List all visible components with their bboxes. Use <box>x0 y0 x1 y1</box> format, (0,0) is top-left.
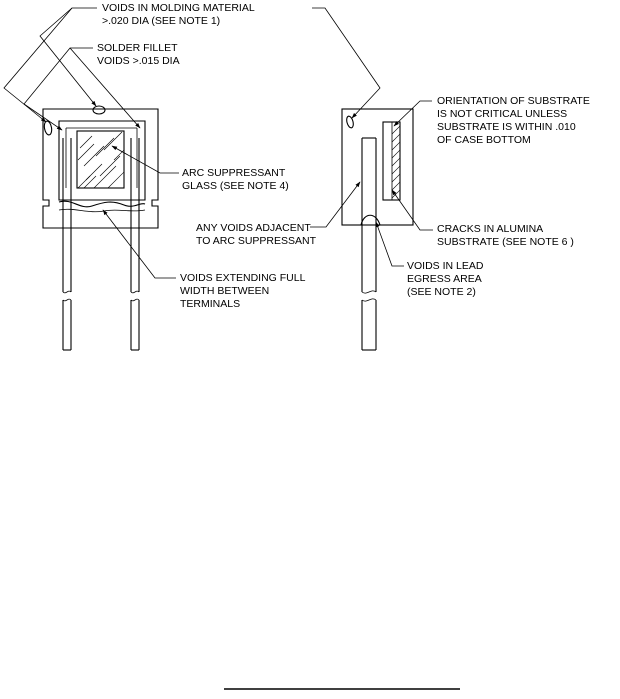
substrate-hatching <box>391 125 400 199</box>
label-molding-voids-1: VOIDS IN MOLDING MATERIAL <box>102 2 255 14</box>
right-component <box>341 108 414 351</box>
label-arc-glass-1: ARC SUPPRESSANT <box>182 167 286 179</box>
leader-lines <box>3 7 433 279</box>
label-voids-adjacent-2: TO ARC SUPPRESSANT <box>196 235 317 247</box>
labels: VOIDS IN MOLDING MATERIAL >.020 DIA (SEE… <box>97 2 590 310</box>
label-voids-adjacent-1: ANY VOIDS ADJACENT <box>196 222 311 234</box>
left-case-outline <box>42 108 159 229</box>
alumina-substrate <box>382 121 401 201</box>
label-solder-fillet-2: VOIDS >.015 DIA <box>97 55 180 67</box>
label-voids-full-width-2: WIDTH BETWEEN <box>180 285 269 297</box>
leader-cracks <box>391 189 433 231</box>
glass-hatching <box>77 131 124 188</box>
label-solder-fillet-1: SOLDER FILLET <box>97 42 178 54</box>
left-molding-void <box>43 120 53 136</box>
leader-voids-adjacent <box>310 181 361 228</box>
leader-solder-fillet-right <box>69 47 141 129</box>
leader-solder-fillet-left <box>23 47 93 131</box>
right-lead <box>361 137 377 351</box>
label-orientation-2: IS NOT CRITICAL UNLESS <box>437 108 567 120</box>
label-orientation-3: SUBSTRATE IS WITHIN .010 <box>437 121 576 133</box>
leader-lead-egress <box>375 221 404 267</box>
lead-egress-void <box>360 214 381 226</box>
leader-orientation <box>393 100 432 127</box>
leader-molding-void-right <box>312 7 381 119</box>
label-orientation-4: OF CASE BOTTOM <box>437 134 531 146</box>
label-molding-voids-2: >.020 DIA (SEE NOTE 1) <box>102 15 220 27</box>
label-arc-glass-2: GLASS (SEE NOTE 4) <box>182 180 289 192</box>
arc-suppressant-glass <box>76 130 125 189</box>
right-molding-void <box>346 115 354 129</box>
left-leads <box>62 138 140 351</box>
left-component <box>42 105 159 351</box>
top-molding-void <box>92 105 106 115</box>
void-between-terminals <box>58 200 146 208</box>
leader-molding-void-left <box>3 7 97 123</box>
void-lower-edge <box>58 208 146 213</box>
left-inner-cavity <box>58 120 146 201</box>
label-orientation-1: ORIENTATION OF SUBSTRATE <box>437 95 590 107</box>
label-lead-egress-2: EGRESS AREA <box>407 273 482 285</box>
leader-molding-void-top <box>39 7 97 107</box>
label-lead-egress-3: (SEE NOTE 2) <box>407 286 476 298</box>
label-voids-full-width-1: VOIDS EXTENDING FULL <box>180 272 306 284</box>
label-voids-full-width-3: TERMINALS <box>180 298 240 310</box>
label-cracks-2: SUBSTRATE (SEE NOTE 6 ) <box>437 236 574 248</box>
leader-voids-full-width <box>102 209 176 279</box>
leader-arc-glass <box>111 145 179 174</box>
label-cracks-1: CRACKS IN ALUMINA <box>437 223 543 235</box>
label-lead-egress-1: VOIDS IN LEAD <box>407 260 484 272</box>
